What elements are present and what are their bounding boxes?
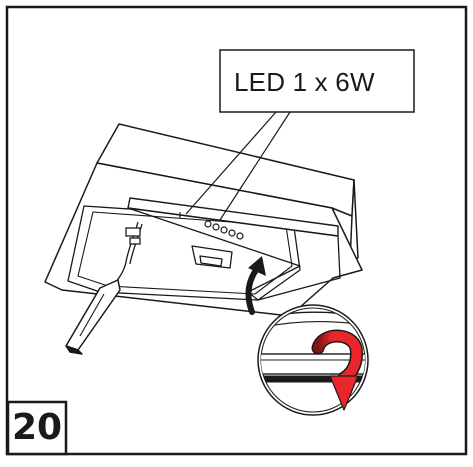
- outer-frame: [5, 5, 468, 456]
- led-lamp-bar: [65, 279, 121, 355]
- center-bracket: [191, 245, 233, 269]
- step-number: 20: [11, 407, 63, 448]
- control-buttons: [204, 220, 244, 240]
- lamp-rail: [127, 197, 341, 301]
- callout-label: LED 1 x 6W: [234, 67, 375, 97]
- rotate-arrow-icon: [311, 329, 363, 411]
- step-number-box: [6, 400, 68, 456]
- lift-arrow-icon: [245, 256, 266, 315]
- callout-box: [185, 49, 415, 221]
